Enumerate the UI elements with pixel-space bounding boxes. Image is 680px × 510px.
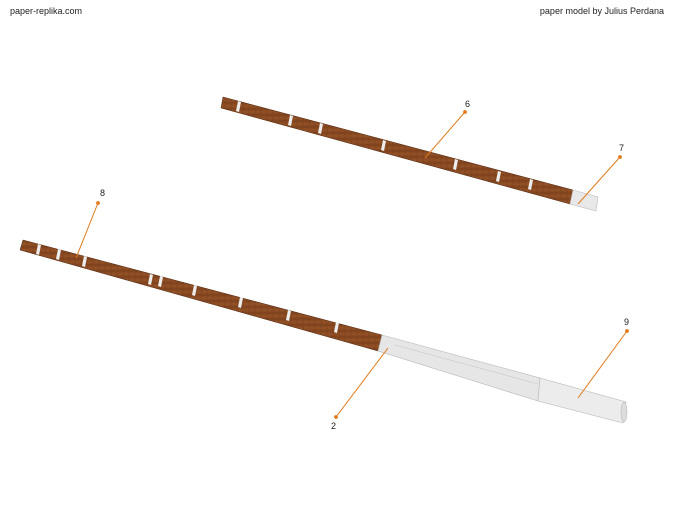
leader-7 xyxy=(577,156,621,205)
upper-band xyxy=(528,179,533,190)
lower-band xyxy=(238,297,243,308)
leader-2 xyxy=(335,347,389,418)
lower-band xyxy=(334,322,339,333)
leader-9-dot xyxy=(625,329,629,333)
leader-8 xyxy=(75,202,99,259)
upper-band xyxy=(236,101,241,112)
leader-7-dot xyxy=(618,155,622,159)
upper-band xyxy=(496,171,501,182)
leader-6-dot xyxy=(463,110,467,114)
lower-shaft xyxy=(19,239,628,424)
leader-8-dot xyxy=(96,201,100,205)
leader-lines xyxy=(75,110,629,419)
lower-band xyxy=(286,310,291,321)
leader-2-dot xyxy=(334,415,338,419)
lower-band xyxy=(82,256,87,267)
lower-band xyxy=(148,274,153,285)
upper-band xyxy=(453,159,458,170)
callout-7: 7 xyxy=(619,143,624,153)
upper-shaft xyxy=(220,96,599,212)
callout-8: 8 xyxy=(100,188,105,198)
sleeve-seam xyxy=(394,344,539,385)
leader-6 xyxy=(424,111,466,159)
upper-band xyxy=(318,123,323,134)
lower-shaft-sleeve xyxy=(377,334,541,402)
upper-shaft-wood xyxy=(220,96,574,205)
lower-shaft-bands xyxy=(36,244,339,333)
site-name: paper-replika.com xyxy=(10,6,83,16)
upper-band xyxy=(288,115,293,126)
lower-band xyxy=(56,249,61,260)
callout-6: 6 xyxy=(465,99,470,109)
author-credit: paper model by Julius Perdana xyxy=(539,6,664,16)
lower-shaft-wood xyxy=(19,239,383,352)
upper-shaft-ferrule xyxy=(569,189,599,212)
lower-band xyxy=(36,244,41,255)
callout-9: 9 xyxy=(624,317,629,327)
lower-band xyxy=(158,276,163,287)
upper-band xyxy=(381,140,386,151)
tip-end xyxy=(620,401,628,423)
leader-9 xyxy=(577,330,628,399)
callout-2: 2 xyxy=(331,421,336,431)
lower-shaft-tip xyxy=(537,377,627,424)
upper-shaft-bands xyxy=(236,101,533,190)
lower-band xyxy=(192,285,197,296)
